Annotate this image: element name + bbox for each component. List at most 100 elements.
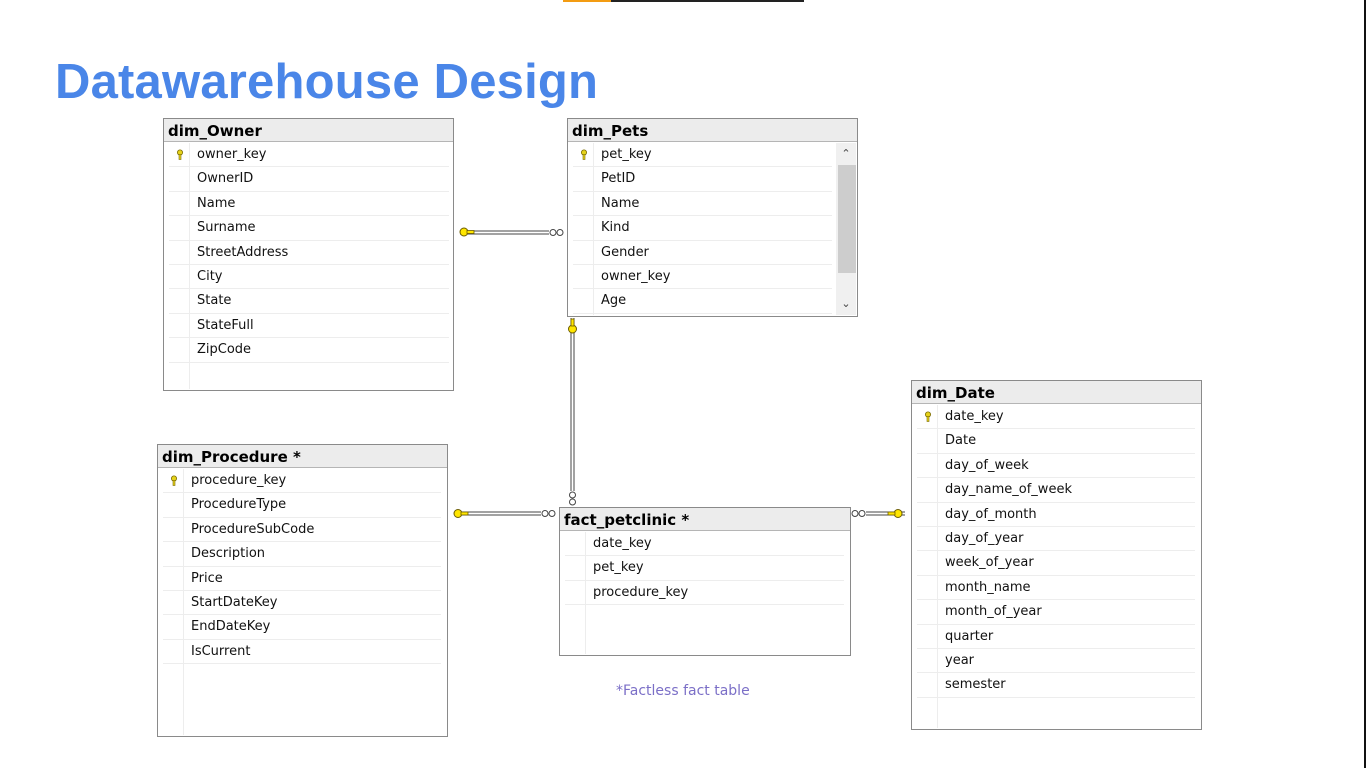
primary-key-icon bbox=[925, 411, 931, 422]
table-dim-pets[interactable]: dim_Pets pet_key PetID Name Kind Gender … bbox=[567, 118, 858, 317]
column-name: ZipCode bbox=[197, 342, 252, 358]
row-gutter bbox=[565, 532, 586, 654]
column-row[interactable]: day_of_week bbox=[917, 454, 1195, 479]
relationship-procedure-fact bbox=[453, 509, 556, 518]
column-row[interactable]: StartDateKey bbox=[163, 591, 441, 616]
column-row[interactable]: month_name bbox=[917, 576, 1195, 601]
column-name: Date bbox=[945, 433, 977, 449]
column-name: pet_key bbox=[593, 560, 644, 576]
vertical-scrollbar[interactable]: ⌃ ⌄ bbox=[836, 143, 856, 315]
column-row[interactable]: EndDateKey bbox=[163, 615, 441, 640]
primary-key-icon bbox=[171, 475, 177, 486]
column-name: OwnerID bbox=[197, 171, 254, 187]
table-title: dim_Procedure * bbox=[158, 445, 447, 468]
column-name: month_name bbox=[945, 579, 1031, 595]
column-name: StartDateKey bbox=[191, 594, 278, 610]
relationship-owner-pets bbox=[459, 227, 564, 237]
column-name: Name bbox=[601, 195, 640, 211]
column-row[interactable]: owner_key bbox=[573, 265, 832, 290]
column-name: State bbox=[197, 293, 232, 309]
row-gutter bbox=[917, 405, 938, 728]
table-title: dim_Owner bbox=[164, 119, 453, 142]
column-row[interactable]: date_key bbox=[565, 532, 844, 557]
relationship-pets-fact bbox=[568, 318, 577, 506]
column-row[interactable]: State bbox=[169, 289, 449, 314]
column-row[interactable]: quarter bbox=[917, 625, 1195, 649]
column-row[interactable]: owner_key bbox=[169, 143, 449, 168]
column-row[interactable]: procedure_key bbox=[163, 469, 441, 494]
column-name: day_of_year bbox=[945, 530, 1024, 546]
column-row[interactable]: day_of_month bbox=[917, 503, 1195, 527]
column-row[interactable]: month_of_year bbox=[917, 600, 1195, 625]
column-row[interactable]: procedure_key bbox=[565, 581, 844, 606]
row-gutter bbox=[169, 143, 190, 389]
column-name: Name bbox=[197, 195, 236, 211]
column-name: date_key bbox=[593, 536, 652, 551]
column-name: pet_key bbox=[601, 147, 652, 162]
column-row[interactable]: Age bbox=[573, 289, 832, 314]
column-row[interactable]: Description bbox=[163, 542, 441, 567]
relationship-fact-date bbox=[851, 509, 905, 518]
column-name: procedure_key bbox=[593, 584, 689, 600]
column-row[interactable]: OwnerID bbox=[169, 167, 449, 192]
primary-key-icon bbox=[581, 149, 587, 160]
column-row[interactable]: pet_key bbox=[573, 143, 832, 168]
column-name: Kind bbox=[601, 220, 630, 236]
row-gutter bbox=[573, 143, 594, 315]
column-name: procedure_key bbox=[191, 473, 287, 488]
column-name: day_of_month bbox=[945, 506, 1037, 522]
table-dim-owner[interactable]: dim_Owner owner_key OwnerID Name Surname… bbox=[163, 118, 454, 391]
column-row[interactable]: year bbox=[917, 649, 1195, 674]
column-row[interactable]: ProcedureSubCode bbox=[163, 518, 441, 543]
table-title: dim_Date bbox=[912, 381, 1201, 404]
column-name: EndDateKey bbox=[191, 619, 271, 635]
column-name: year bbox=[945, 652, 975, 668]
table-title: dim_Pets bbox=[568, 119, 857, 142]
column-row[interactable]: Date bbox=[917, 429, 1195, 454]
column-name: IsCurrent bbox=[191, 643, 251, 659]
column-row[interactable]: week_of_year bbox=[917, 551, 1195, 576]
column-row[interactable]: ProcedureType bbox=[163, 493, 441, 518]
column-row[interactable]: Name bbox=[573, 192, 832, 217]
column-row[interactable]: date_key bbox=[917, 405, 1195, 430]
column-name: month_of_year bbox=[945, 604, 1042, 620]
column-row[interactable]: Price bbox=[163, 567, 441, 591]
column-row[interactable]: StreetAddress bbox=[169, 241, 449, 265]
column-row[interactable]: semester bbox=[917, 673, 1195, 698]
footnote-factless: *Factless fact table bbox=[616, 683, 750, 699]
column-row[interactable]: day_of_year bbox=[917, 527, 1195, 552]
column-row[interactable]: City bbox=[169, 265, 449, 290]
column-row[interactable]: Gender bbox=[573, 241, 832, 265]
column-name: ProcedureType bbox=[191, 497, 287, 513]
right-edge-line bbox=[1364, 0, 1366, 768]
top-accent-bar-orange bbox=[563, 0, 611, 2]
column-row[interactable]: StateFull bbox=[169, 314, 449, 339]
column-name: quarter bbox=[945, 628, 994, 644]
table-title: fact_petclinic * bbox=[560, 508, 850, 531]
column-name: StreetAddress bbox=[197, 244, 289, 260]
column-name: day_name_of_week bbox=[945, 482, 1072, 498]
page-title: Datawarehouse Design bbox=[55, 55, 599, 109]
column-name: Price bbox=[191, 570, 223, 586]
column-name: owner_key bbox=[601, 268, 671, 284]
column-row[interactable]: IsCurrent bbox=[163, 640, 441, 665]
primary-key-icon bbox=[177, 149, 183, 160]
table-fact-petclinic[interactable]: fact_petclinic * date_key pet_key proced… bbox=[559, 507, 851, 656]
scroll-down-icon[interactable]: ⌄ bbox=[841, 297, 851, 310]
column-row[interactable]: day_name_of_week bbox=[917, 478, 1195, 503]
table-dim-procedure[interactable]: dim_Procedure * procedure_key ProcedureT… bbox=[157, 444, 448, 737]
column-name: semester bbox=[945, 677, 1006, 693]
column-row[interactable]: PetID bbox=[573, 167, 832, 192]
column-name: date_key bbox=[945, 409, 1004, 424]
table-dim-date[interactable]: dim_Date date_key Date day_of_week day_n… bbox=[911, 380, 1202, 730]
column-row[interactable]: Name bbox=[169, 192, 449, 217]
column-row[interactable]: Kind bbox=[573, 216, 832, 241]
scroll-up-icon[interactable]: ⌃ bbox=[841, 147, 851, 160]
column-row[interactable]: pet_key bbox=[565, 556, 844, 581]
column-row[interactable]: ZipCode bbox=[169, 338, 449, 363]
scroll-thumb[interactable] bbox=[838, 165, 856, 273]
column-row[interactable]: Surname bbox=[169, 216, 449, 241]
column-name: StateFull bbox=[197, 317, 254, 333]
top-accent-bar-dark bbox=[611, 0, 804, 2]
